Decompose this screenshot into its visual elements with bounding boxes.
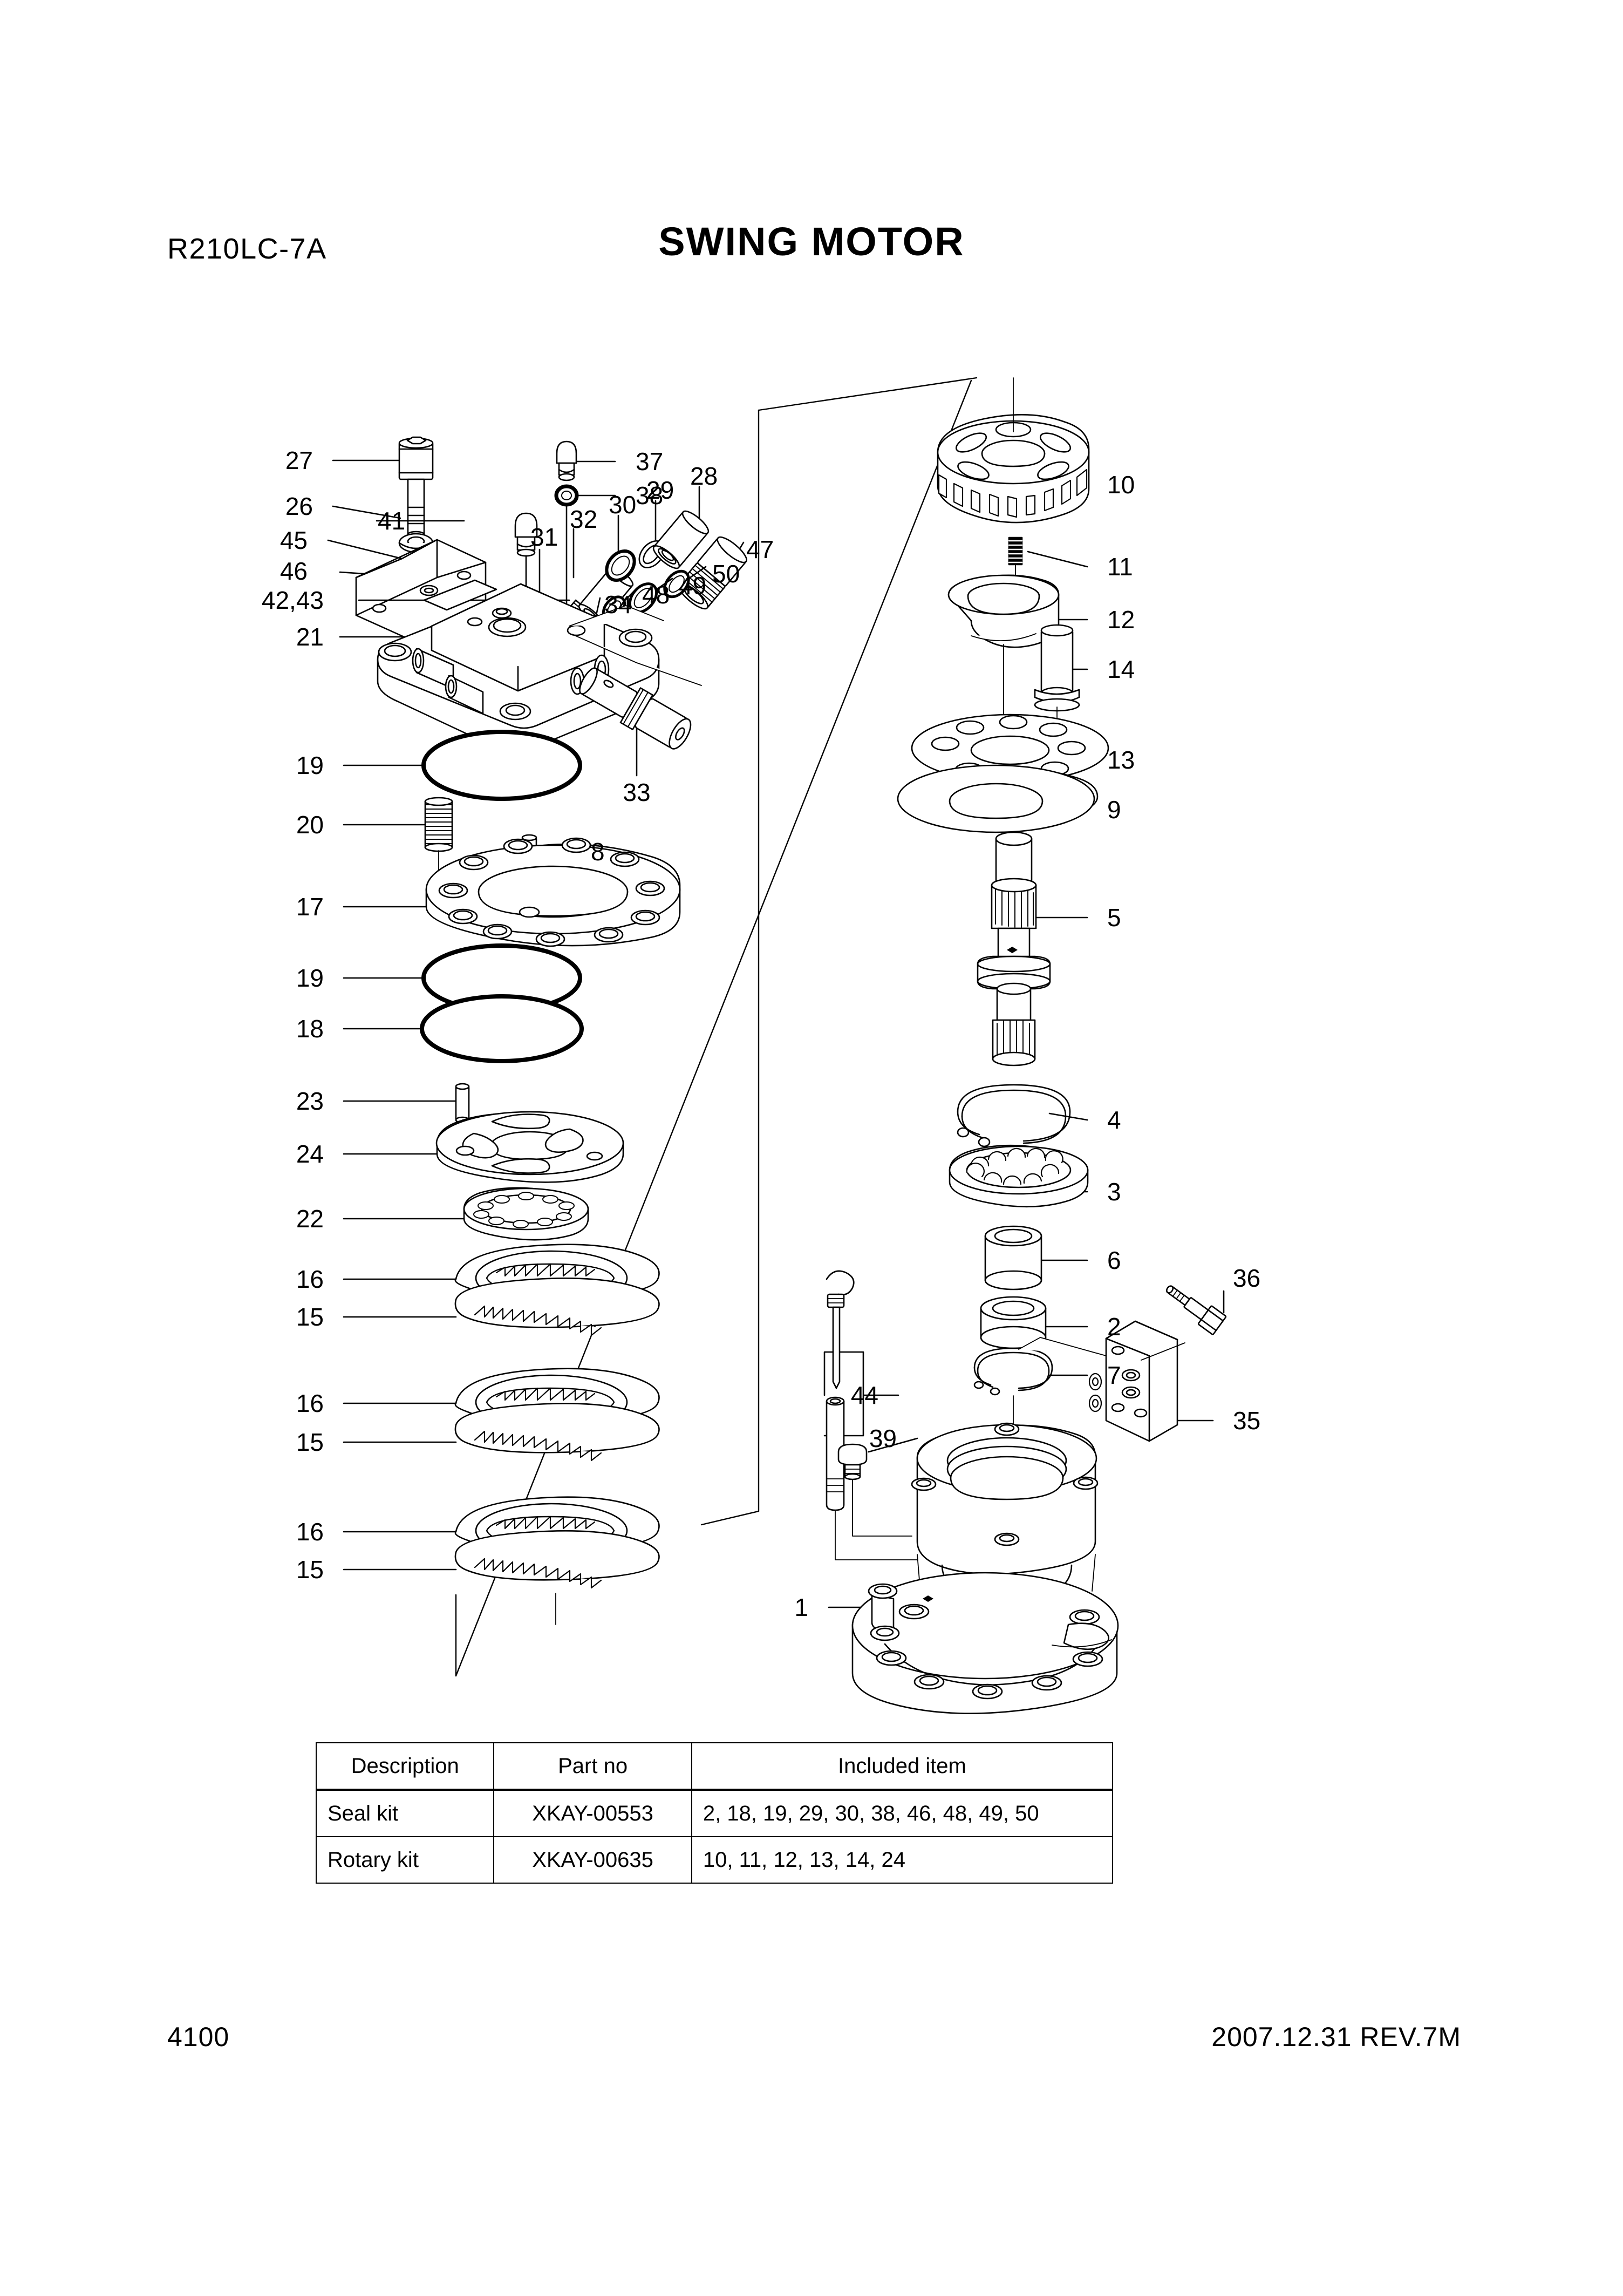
callout-14: 14 — [1107, 655, 1135, 683]
callout-37: 37 — [636, 447, 664, 475]
part-18-oring — [343, 994, 584, 1063]
part-6-spacer-sleeve — [984, 1225, 1088, 1290]
table-row: Rotary kit XKAY-00635 10, 11, 12, 13, 14… — [315, 1836, 1114, 1884]
callout-8: 8 — [591, 838, 605, 866]
callout-17: 17 — [296, 893, 324, 921]
callout-45: 45 — [279, 526, 308, 554]
model-code: R210LC-7A — [167, 233, 327, 265]
callout-49: 49 — [679, 572, 707, 600]
part-50-oring — [663, 566, 707, 599]
column-header-included-item: Included item — [691, 1742, 1114, 1791]
callout-50: 50 — [712, 560, 740, 588]
part-14-pin — [1034, 624, 1088, 755]
part-39-plug — [837, 1437, 918, 1537]
page-title: SWING MOTOR — [658, 219, 965, 264]
callout-42-43: 42,43 — [261, 586, 324, 614]
callout-26: 26 — [285, 492, 313, 520]
cell-part-no: XKAY-00635 — [493, 1836, 692, 1884]
revision-date: 2007.12.31 REV.7M — [1211, 2022, 1461, 2052]
callout-31: 31 — [530, 523, 558, 551]
callout-29: 29 — [646, 476, 674, 504]
cell-part-no: XKAY-00553 — [493, 1789, 692, 1837]
callout-22: 22 — [296, 1205, 324, 1233]
callout-38: 38 — [636, 481, 664, 510]
part-27-socket-bolt — [332, 436, 434, 538]
cell-description: Rotary kit — [315, 1836, 495, 1884]
part-33-relief-valve — [579, 667, 692, 777]
part-3-ball-bearing — [949, 1144, 1089, 1208]
part-15-separator-disc-2 — [343, 1403, 660, 1462]
callout-15: 15 — [296, 1303, 324, 1331]
part-36-hex-bolt — [1141, 1285, 1227, 1361]
callout-10: 10 — [1107, 471, 1135, 499]
callout-39: 39 — [869, 1424, 897, 1452]
callout-48: 48 — [642, 581, 670, 609]
callout-18: 18 — [296, 1015, 324, 1043]
callout-44: 44 — [850, 1381, 878, 1409]
callout-16: 16 — [296, 1389, 324, 1417]
callout-34: 34 — [604, 590, 632, 619]
callout-13: 13 — [1107, 746, 1135, 774]
callout-15: 15 — [296, 1555, 324, 1584]
part-1-motor-housing — [828, 1422, 1119, 1714]
callout-20: 20 — [296, 811, 324, 839]
callout-33: 33 — [623, 778, 651, 806]
callout-23: 23 — [296, 1087, 324, 1115]
part-30-oring — [605, 514, 636, 582]
part-15-separator-disc-1 — [343, 1278, 660, 1336]
part-22-bearing — [343, 1187, 589, 1241]
callout-9: 9 — [1107, 796, 1121, 824]
part-10-cylinder-block — [937, 377, 1090, 524]
part-45-cover-plate — [327, 539, 487, 641]
callout-28: 28 — [690, 462, 718, 490]
part-35-valve-block — [1018, 1320, 1214, 1442]
callout-30: 30 — [609, 491, 637, 519]
callout-27: 27 — [285, 446, 313, 474]
table-header-row: Description Part no Included item — [315, 1742, 1114, 1791]
callout-12: 12 — [1107, 606, 1135, 634]
part-19-oring-upper — [343, 730, 582, 801]
callout-7: 7 — [1107, 1361, 1121, 1389]
column-header-part-no: Part no — [493, 1742, 692, 1791]
callout-32: 32 — [570, 505, 598, 533]
part-24-valve-plate — [343, 1111, 624, 1183]
callout-41: 41 — [378, 507, 406, 535]
callout-5: 5 — [1107, 904, 1121, 932]
part-4-snap-ring — [957, 1084, 1088, 1147]
callout-6: 6 — [1107, 1246, 1121, 1274]
callout-3: 3 — [1107, 1178, 1121, 1206]
part-12-seal-retainer — [947, 574, 1088, 767]
callout-11: 11 — [1107, 553, 1133, 581]
group-boundary — [455, 377, 978, 1677]
callout-36: 36 — [1233, 1264, 1261, 1292]
callout-1: 1 — [794, 1593, 808, 1621]
cell-included-item: 2, 18, 19, 29, 30, 38, 46, 48, 49, 50 — [691, 1789, 1114, 1837]
cell-included-item: 10, 11, 12, 13, 14, 24 — [691, 1836, 1114, 1884]
page-number: 4100 — [167, 2022, 230, 2052]
callout-24: 24 — [296, 1140, 324, 1168]
kit-table: Description Part no Included item Seal k… — [315, 1742, 1114, 1884]
callout-16: 16 — [296, 1518, 324, 1546]
cell-description: Seal kit — [315, 1789, 495, 1837]
part-20-spring — [343, 797, 453, 890]
callout-46: 46 — [279, 557, 308, 585]
callout-19: 19 — [296, 964, 324, 992]
callout-21: 21 — [296, 623, 324, 651]
part-17-flange — [343, 837, 681, 947]
table-row: Seal kit XKAY-00553 2, 18, 19, 29, 30, 3… — [315, 1789, 1114, 1837]
callout-19: 19 — [296, 751, 324, 779]
part-37-plug — [556, 440, 616, 481]
callout-35: 35 — [1233, 1407, 1261, 1435]
callout-4: 4 — [1107, 1106, 1121, 1134]
part-5-drive-shaft — [977, 831, 1088, 1067]
part-9-port-plate — [897, 764, 1099, 833]
callout-2: 2 — [1107, 1313, 1121, 1341]
callout-47: 47 — [746, 535, 774, 563]
part-28-sleeve — [652, 486, 710, 569]
part-15-separator-disc-3 — [343, 1530, 660, 1625]
column-header-description: Description — [315, 1742, 495, 1791]
callout-16: 16 — [296, 1265, 324, 1293]
callout-15: 15 — [296, 1428, 324, 1456]
